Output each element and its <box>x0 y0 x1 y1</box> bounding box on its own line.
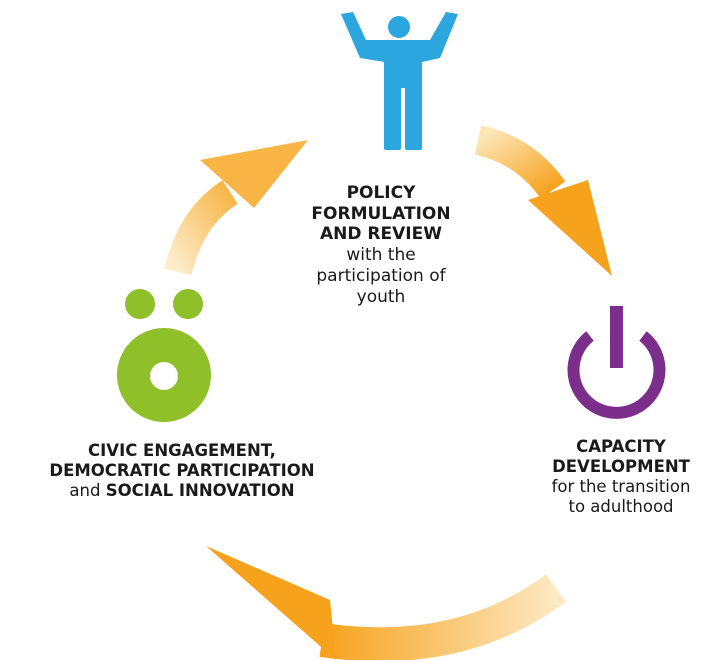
policy-subtitle-line: participation of <box>316 265 446 286</box>
civic-title-line: DEMOCRATIC PARTICIPATION <box>49 461 315 481</box>
capacity-title-line: DEVELOPMENT <box>552 457 690 477</box>
policy-node-text: POLICY FORMULATION AND REVIEW with the p… <box>281 183 481 307</box>
capacity-subtitle-line: for the transition <box>551 477 691 497</box>
civic-last-line: and SOCIAL INNOVATION <box>6 481 358 501</box>
capacity-node-text: CAPACITY DEVELOPMENT for the transition … <box>533 437 709 518</box>
capacity-title-line: CAPACITY <box>576 437 666 456</box>
policy-title-line: POLICY <box>346 183 416 203</box>
cycle-arrow-bottom <box>206 546 567 660</box>
civic-node-text: CIVIC ENGAGEMENT, DEMOCRATIC PARTICIPATI… <box>6 441 358 501</box>
civic-title-line: CIVIC ENGAGEMENT, <box>88 441 276 460</box>
policy-subtitle-line: with the <box>346 245 416 266</box>
power-icon <box>567 306 666 419</box>
policy-subtitle-line: youth <box>356 286 406 307</box>
civic-last-bold: SOCIAL INNOVATION <box>105 481 295 501</box>
policy-title-line: AND REVIEW <box>320 224 442 245</box>
policy-title-line: FORMULATION <box>311 203 451 224</box>
o-umlaut-icon <box>116 289 211 422</box>
civic-last-prefix: and <box>69 481 101 501</box>
capacity-subtitle-line: to adulthood <box>568 497 674 517</box>
cycle-arrow-left <box>164 140 308 276</box>
person-arms-raised-icon <box>341 12 458 150</box>
cycle-arrow-top-right <box>474 125 612 276</box>
